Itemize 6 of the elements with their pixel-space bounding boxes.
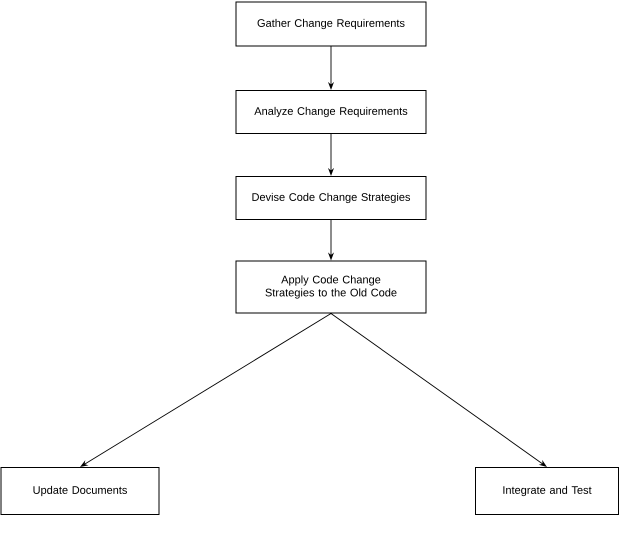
process-box: Analyze Change Requirements <box>236 90 426 134</box>
process-box: Apply Code Change Strategies to the Old Code <box>236 260 426 314</box>
process-box: Integrate and Test <box>475 466 619 515</box>
process-box: Update Documents <box>0 466 160 515</box>
process-box: Gather Change Requirements <box>236 2 426 46</box>
process-box: Devise Code Change Strategies <box>236 176 426 220</box>
